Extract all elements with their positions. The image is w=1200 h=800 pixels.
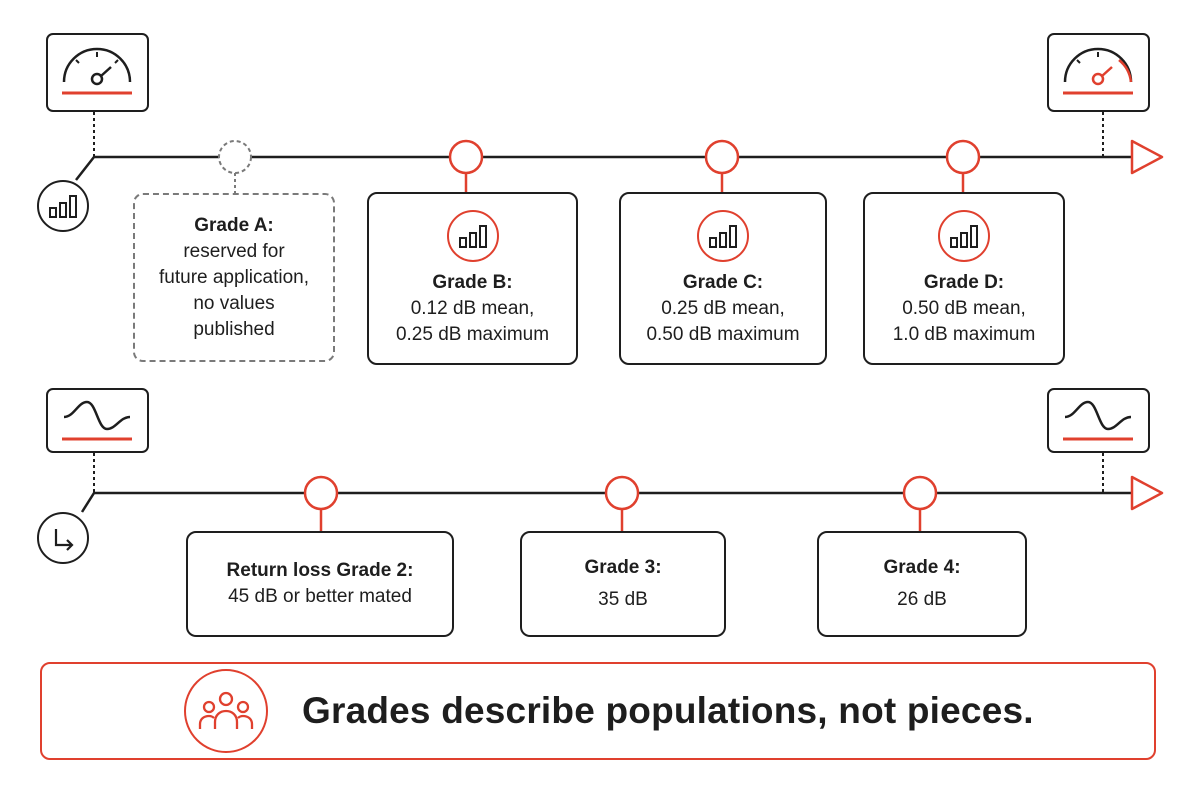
bar-chart-icon: [697, 209, 749, 262]
gauge-icon: [1047, 33, 1150, 112]
grade-3-value: 35 dB: [598, 589, 648, 610]
grade-b-title: Grade B:: [432, 271, 513, 293]
grade-c-maximum: 0.50 dB maximum: [646, 323, 800, 345]
grade-c-card: Grade C: 0.25 dB mean, 0.50 dB maximum: [619, 192, 827, 365]
track1-timeline-line: [75, 155, 1132, 181]
grade-3-marker: [604, 475, 640, 511]
track1-arrow-head: [1130, 139, 1164, 175]
grade-d-card: Grade D: 0.50 dB mean, 1.0 dB maximum: [863, 192, 1065, 365]
grade-c-marker: [704, 139, 740, 175]
grade-2-marker: [303, 475, 339, 511]
grade-c-title: Grade C:: [682, 271, 764, 293]
grade-b-marker: [448, 139, 484, 175]
banner-text: Grades describe populations, not pieces.: [302, 690, 1034, 731]
grade-4-marker: [902, 475, 938, 511]
grade-a-title: Grade A:: [194, 214, 274, 236]
track2-arrow-head: [1130, 475, 1164, 511]
grade-a-line: reserved for: [183, 240, 285, 262]
grade-a-line: future application,: [159, 266, 309, 288]
bar-chart-icon: [446, 209, 499, 262]
grade-3-card: Grade 3: 35 dB: [520, 531, 726, 637]
grade-a-marker: [218, 140, 252, 174]
grade-a-line: published: [193, 318, 275, 340]
bar-chart-icon: [37, 180, 89, 232]
grade-b-maximum: 0.25 dB maximum: [395, 323, 550, 345]
grade-b-mean: 0.12 dB mean,: [410, 297, 535, 319]
grade-2-card: Return loss Grade 2: 45 dB or better mat…: [186, 531, 454, 637]
grade-3-title: Grade 3:: [584, 557, 662, 578]
grade-a-line: no values: [193, 292, 275, 314]
grade-4-card: Grade 4: 26 dB: [817, 531, 1027, 637]
wave-icon: [1047, 388, 1150, 453]
grade-a-card: Grade A: reserved for future application…: [133, 193, 335, 362]
return-arrow-icon: [37, 512, 89, 564]
grade-2-title: Return loss Grade 2:: [226, 560, 414, 581]
grade-d-title: Grade D:: [923, 271, 1005, 293]
grade-4-value: 26 dB: [897, 589, 947, 610]
grade-4-title: Grade 4:: [883, 557, 961, 578]
bar-chart-icon: [938, 209, 990, 262]
grade-d-mean: 0.50 dB mean,: [902, 297, 1026, 319]
grade-b-card: Grade B: 0.12 dB mean, 0.25 dB maximum: [367, 192, 578, 365]
grade-d-marker: [945, 139, 981, 175]
gauge-icon: [46, 33, 149, 112]
grade-2-value: 45 dB or better mated: [228, 586, 412, 607]
grade-c-mean: 0.25 dB mean,: [661, 297, 785, 319]
people-group-icon: [184, 669, 268, 753]
track2-timeline-line: [80, 491, 1132, 513]
grade-d-maximum: 1.0 dB maximum: [892, 323, 1036, 345]
summary-banner: Grades describe populations, not pieces.: [40, 662, 1156, 760]
wave-icon: [46, 388, 149, 453]
